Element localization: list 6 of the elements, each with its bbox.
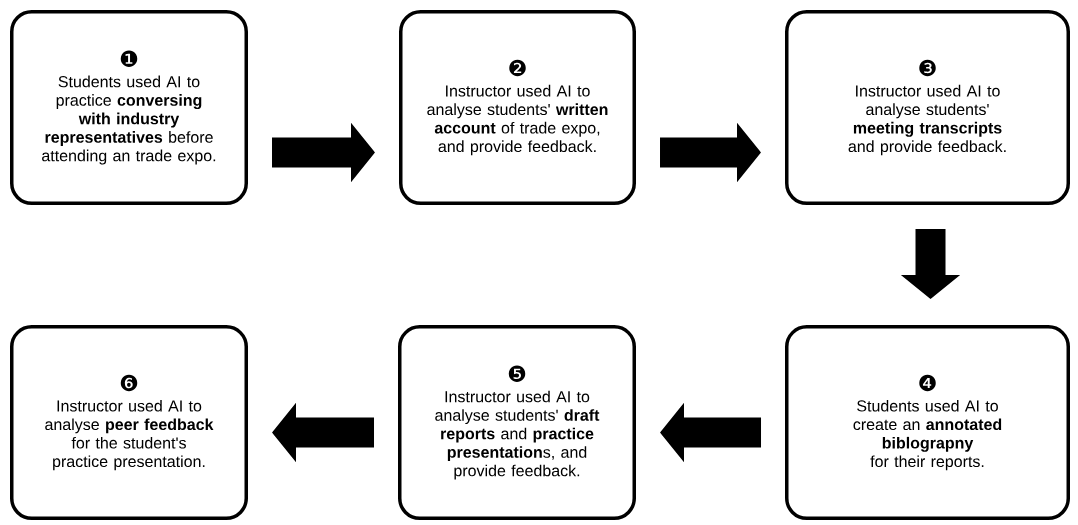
step-box: ❺ Instructor used AI to analyse students' draft reports and practice presentations, and provide feedback. — [398, 325, 636, 520]
step-box: ❸ Instructor used AI to analyse students' meeting transcripts and provide feedback. — [785, 10, 1070, 205]
step-box: ❷ Instructor used AI to analyse students' written account of trade expo, and provide feedback. — [399, 10, 636, 205]
step-box: ❹ Students used AI to create an annotated biblograpny for their reports. — [785, 325, 1070, 520]
step-box: ❻ Instructor used AI to analyse peer feedback for the student's practice presentation. — [10, 325, 248, 520]
step-box: ❶ Students used AI to practice conversing with industry representatives before attending an trade expo. — [10, 10, 248, 205]
